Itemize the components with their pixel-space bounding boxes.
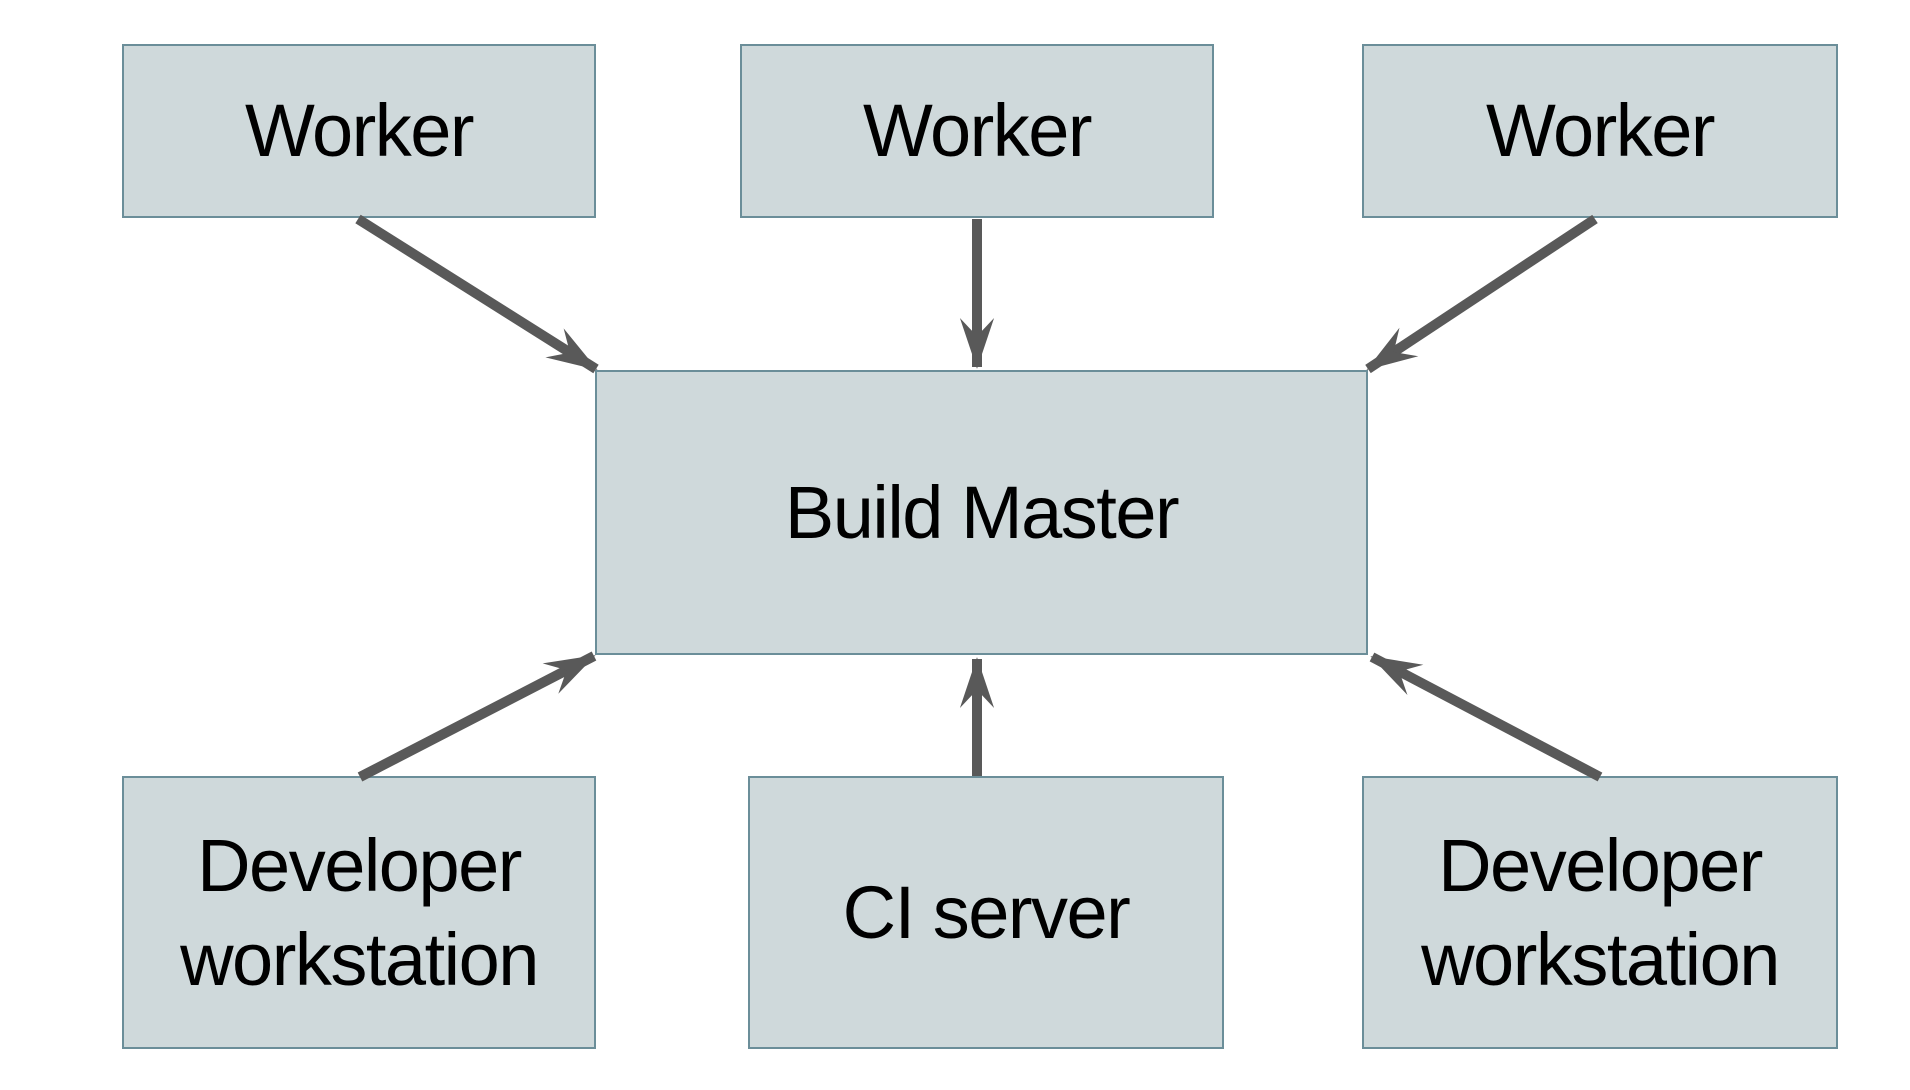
node-label: Worker xyxy=(244,89,475,173)
arrow-developer-workstation-left-to-build-master xyxy=(357,651,597,782)
arrow-worker-3-to-build-master xyxy=(1365,214,1598,374)
node-label: Worker xyxy=(1485,89,1716,173)
arrow-developer-workstation-right-to-build-master xyxy=(1369,652,1603,782)
node-worker-1: Worker xyxy=(122,44,596,218)
node-developer-workstation-right: Developer workstation xyxy=(1362,776,1838,1049)
node-ci-server: CI server xyxy=(748,776,1224,1049)
node-worker-3: Worker xyxy=(1362,44,1838,218)
node-label: Developer workstation xyxy=(180,824,539,1001)
node-label: Worker xyxy=(862,89,1093,173)
arrow-worker-1-to-build-master xyxy=(355,214,599,374)
node-build-master: Build Master xyxy=(595,370,1368,655)
node-worker-2: Worker xyxy=(740,44,1214,218)
node-label: Developer workstation xyxy=(1421,824,1780,1001)
node-developer-workstation-left: Developer workstation xyxy=(122,776,596,1049)
node-label: CI server xyxy=(842,870,1131,954)
node-label: Build Master xyxy=(784,470,1180,554)
